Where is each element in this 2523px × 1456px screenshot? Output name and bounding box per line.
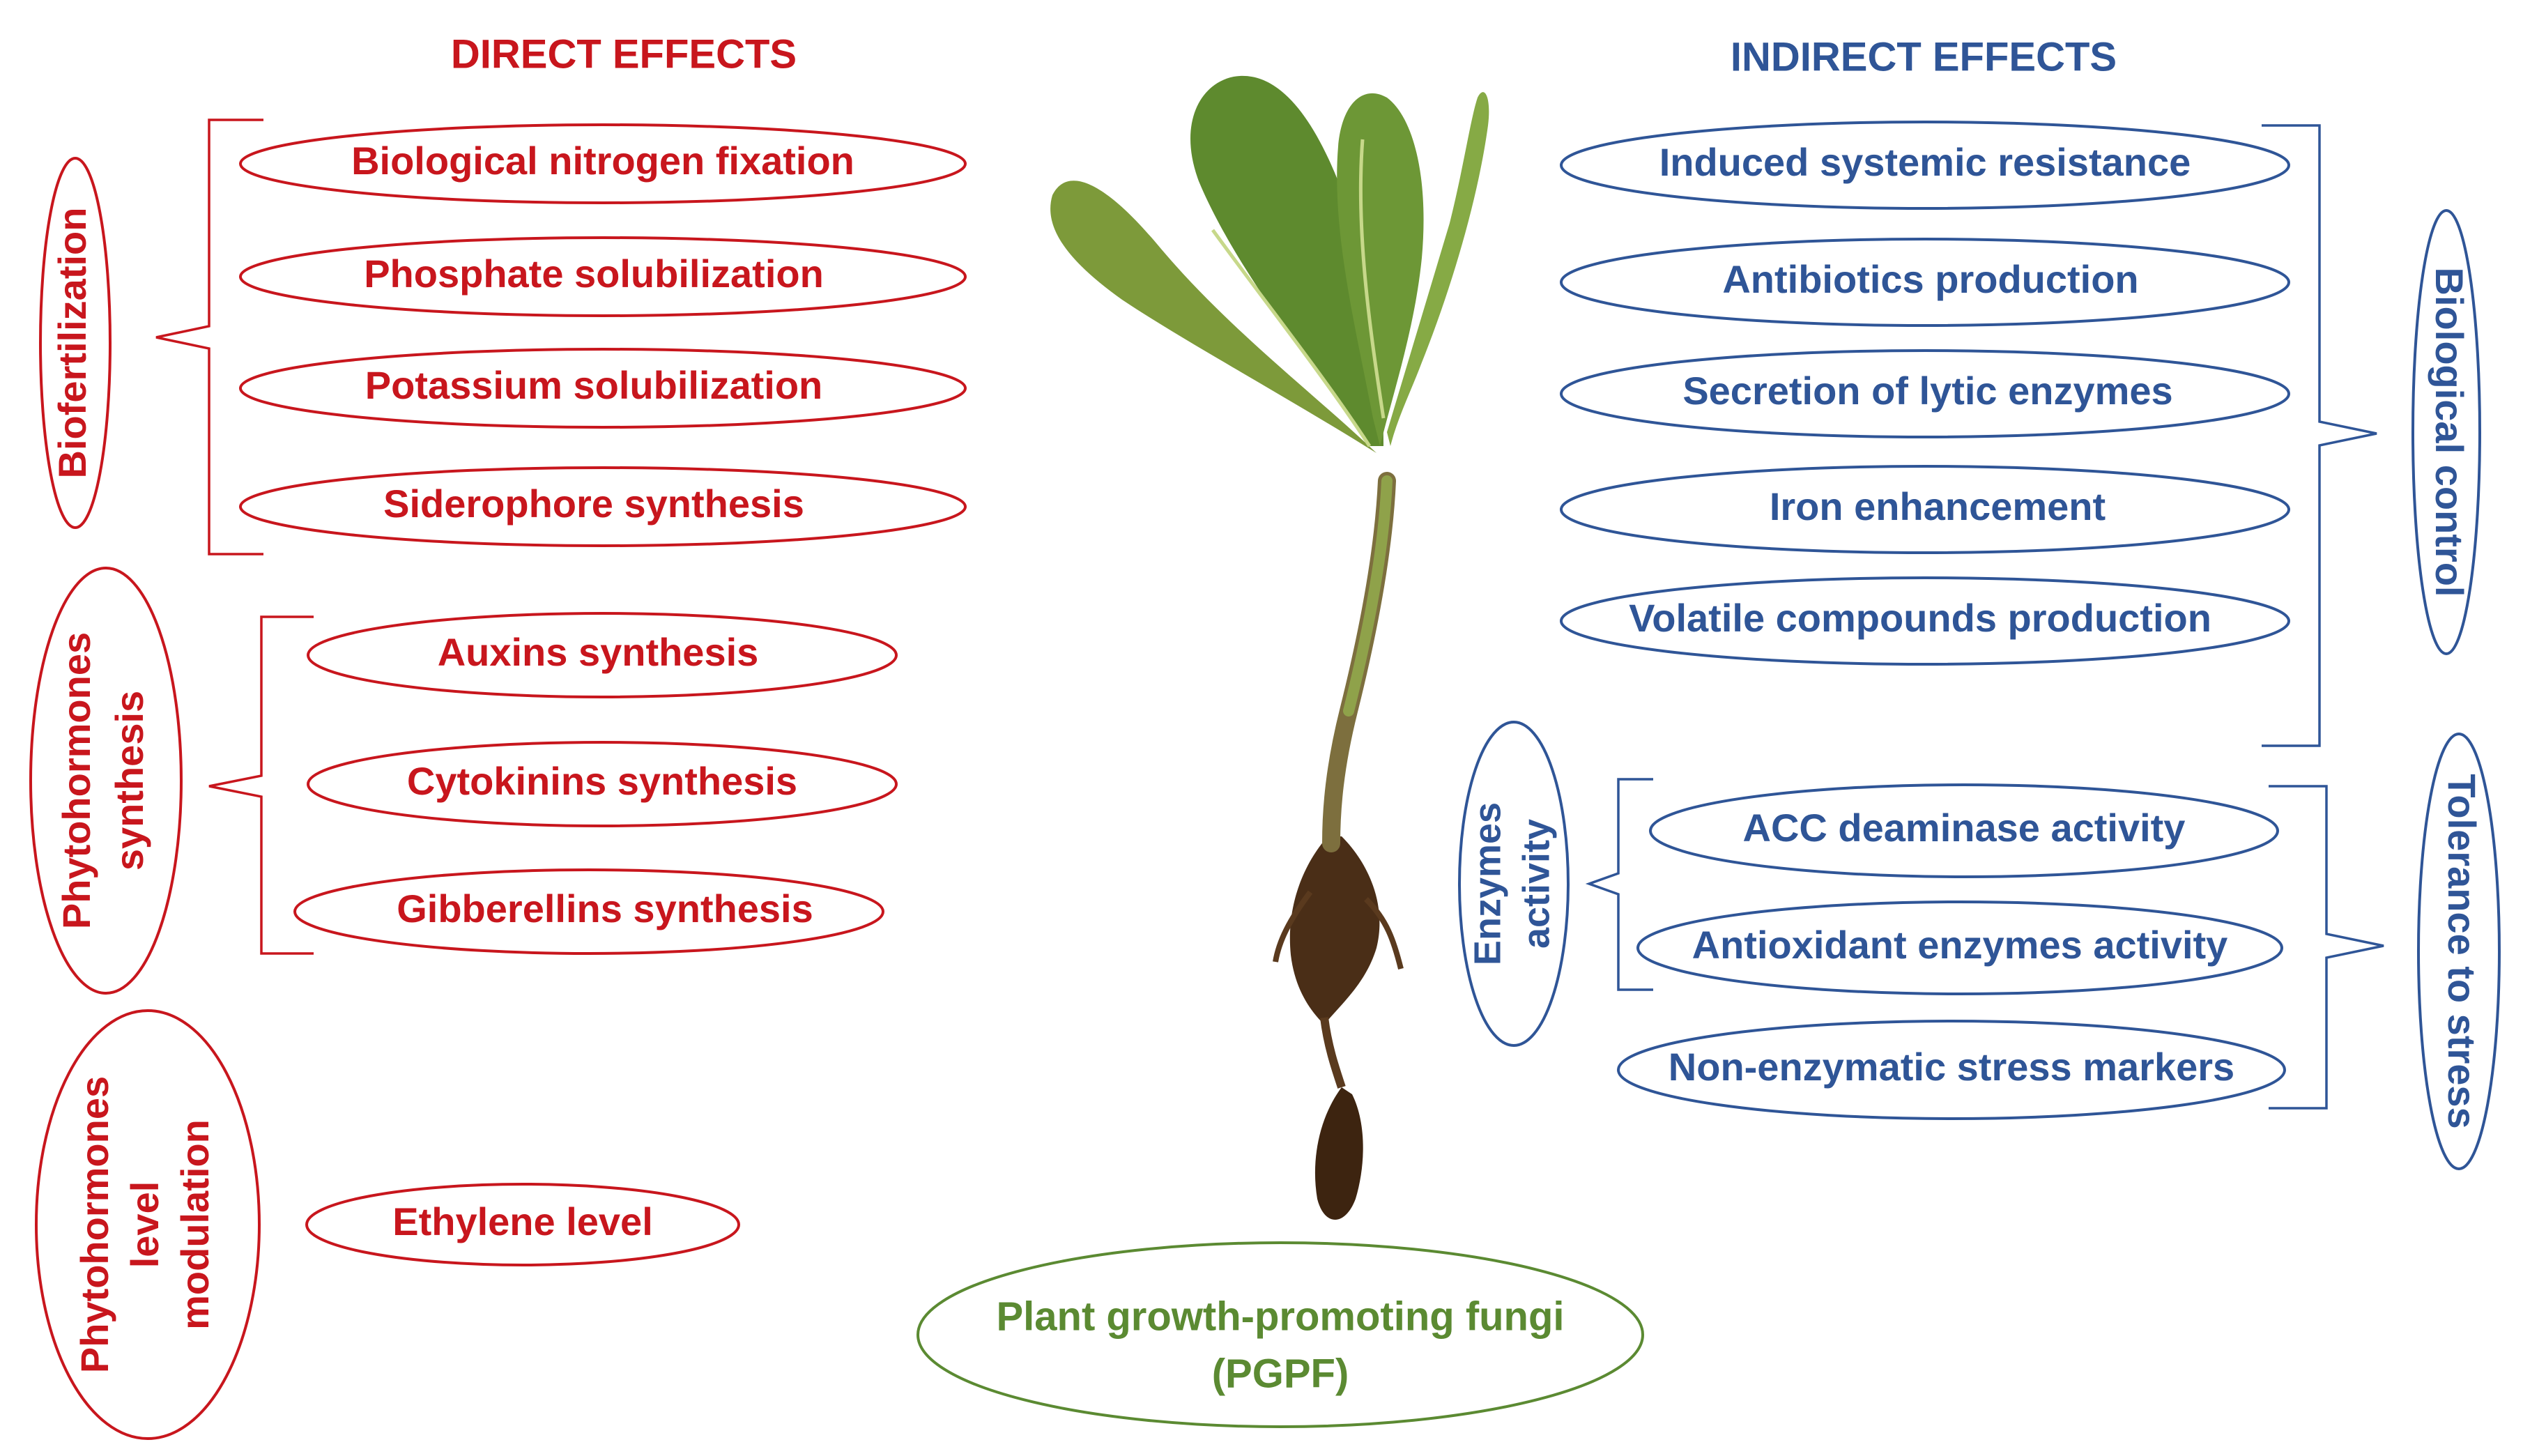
phytohormones-synthesis-category [29, 567, 183, 995]
non-enzymatic-stress-markers-item [1617, 1020, 2286, 1120]
auxins-synthesis-text: Auxins synthesis [438, 630, 759, 674]
enzymes-activity-label-line2: activity [1515, 819, 1557, 949]
direct-effects-heading: DIRECT EFFECTS [451, 31, 797, 77]
tolerance-to-stress-brace [2269, 785, 2384, 1110]
pgpf-ellipse [917, 1241, 1644, 1428]
phytohormones-level-modulation-label-line2: level [123, 1181, 167, 1269]
secretion-of-lytic-enzymes-item [1560, 349, 2290, 438]
enzymes-activity-category [1458, 721, 1570, 1047]
induced-systemic-resistance-item [1560, 121, 2290, 210]
secretion-of-lytic-enzymes-text: Secretion of lytic enzymes [1682, 369, 2172, 413]
biofertilization-category [39, 157, 112, 529]
biological-control-category [2411, 209, 2481, 655]
enzymes-activity-group: Enzymes activity ACC deaminase activity … [1458, 721, 2283, 1047]
enzymes-activity-brace [1585, 778, 1653, 991]
pgpf-label-line1: Plant growth-promoting fungi [996, 1294, 1564, 1339]
pgpf-label-line2: (PGPF) [1212, 1351, 1349, 1396]
ethylene-level-text: Ethylene level [392, 1200, 653, 1243]
indirect-effects-heading: INDIRECT EFFECTS [1731, 34, 2117, 79]
phytohormones-level-modulation-category [35, 1009, 261, 1440]
biological-nitrogen-fixation-item [239, 123, 967, 204]
biological-nitrogen-fixation-text: Biological nitrogen fixation [351, 139, 854, 183]
ethylene-level-item [305, 1183, 740, 1266]
phytohormones-level-modulation-group: Phytohormones level modulation Ethylene … [35, 1009, 740, 1440]
cytokinins-synthesis-text: Cytokinins synthesis [407, 759, 797, 803]
pgpf-center-group: Plant growth-promoting fungi (PGPF) [917, 1241, 1644, 1428]
tolerance-to-stress-label: Tolerance to stress [2440, 774, 2484, 1128]
volatile-compounds-production-item [1560, 576, 2290, 666]
plant-illustration [1050, 75, 1489, 1220]
siderophore-synthesis-item [239, 466, 967, 547]
phytohormones-synthesis-brace [208, 615, 314, 955]
acc-deaminase-activity-item [1649, 783, 2279, 878]
potassium-solubilization-text: Potassium solubilization [365, 363, 823, 407]
tolerance-to-stress-category [2417, 733, 2501, 1170]
phytohormones-level-modulation-label-line3: modulation [173, 1119, 217, 1330]
iron-enhancement-text: Iron enhancement [1770, 484, 2106, 528]
antibiotics-production-item [1560, 238, 2290, 327]
volatile-compounds-production-text: Volatile compounds production [1629, 596, 2211, 640]
non-enzymatic-stress-markers-text: Non-enzymatic stress markers [1669, 1045, 2234, 1089]
gibberellins-synthesis-text: Gibberellins synthesis [397, 887, 813, 930]
tolerance-to-stress-group: Non-enzymatic stress markers Tolerance t… [1617, 733, 2501, 1170]
iron-enhancement-item [1560, 465, 2290, 554]
potassium-solubilization-item [239, 348, 967, 429]
antioxidant-enzymes-activity-item [1636, 901, 2283, 995]
phytohormones-level-modulation-label-line1: Phytohormones [72, 1076, 116, 1373]
biofertilization-group: Biofertilization Biological nitrogen fix… [39, 118, 967, 555]
siderophore-synthesis-text: Siderophore synthesis [383, 482, 804, 526]
phytohormones-synthesis-group: Phytohormones synthesis Auxins synthesis… [29, 567, 898, 995]
acc-deaminase-activity-text: ACC deaminase activity [1743, 806, 2186, 850]
phosphate-solubilization-text: Phosphate solubilization [364, 252, 824, 296]
biofertilization-brace [155, 118, 263, 555]
enzymes-activity-label-line1: Enzymes [1466, 802, 1508, 965]
biological-control-brace [2262, 124, 2377, 747]
phytohormones-synthesis-label-line1: Phytohormones [54, 632, 98, 929]
antioxidant-enzymes-activity-text: Antioxidant enzymes activity [1692, 923, 2228, 967]
biological-control-group: Induced systemic resistance Antibiotics … [1560, 121, 2481, 747]
auxins-synthesis-item [307, 612, 898, 698]
cytokinins-synthesis-item [307, 741, 898, 827]
phosphate-solubilization-item [239, 236, 967, 317]
phytohormones-synthesis-label-line2: synthesis [107, 691, 151, 871]
induced-systemic-resistance-text: Induced systemic resistance [1659, 140, 2191, 184]
antibiotics-production-text: Antibiotics production [1722, 257, 2138, 301]
biological-control-label: Biological control [2428, 268, 2471, 597]
biofertilization-label: Biofertilization [50, 208, 94, 479]
gibberellins-synthesis-item [293, 868, 884, 955]
